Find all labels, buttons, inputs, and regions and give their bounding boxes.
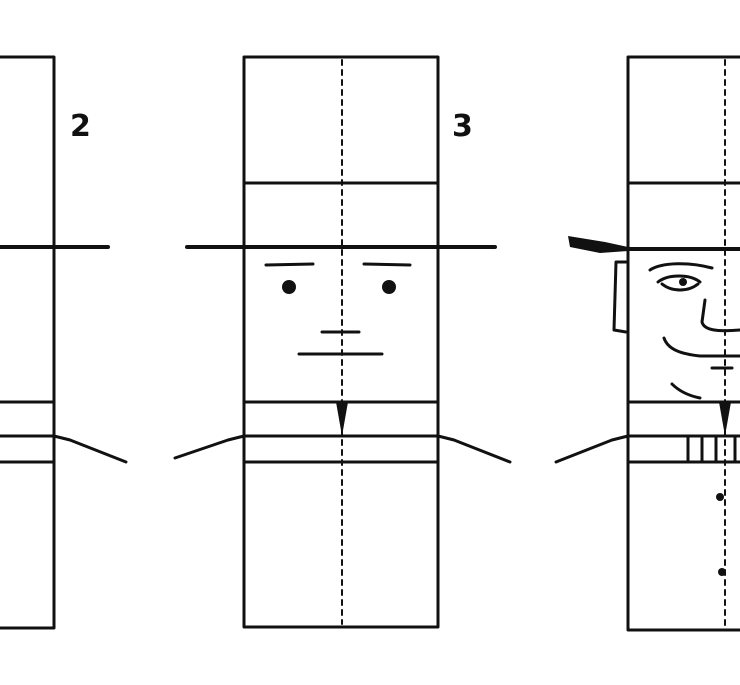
- step-2-label: 2: [70, 109, 91, 144]
- nose: [700, 298, 740, 333]
- coat-button: [716, 493, 724, 501]
- eye-pupil: [679, 278, 687, 286]
- right-eyebrow: [362, 262, 412, 267]
- shoulder-line: [52, 434, 128, 464]
- face-features: [264, 262, 412, 356]
- right-shoulder-line: [436, 434, 512, 464]
- tie-knot: [719, 402, 731, 436]
- right-eye: [382, 280, 396, 294]
- left-eyebrow: [264, 262, 315, 267]
- tie-knot: [336, 402, 348, 436]
- upper-eyelid: [656, 274, 702, 284]
- chin-line: [670, 382, 702, 400]
- belt: [686, 434, 737, 464]
- left-eye: [282, 280, 296, 294]
- panel-step-3: [173, 55, 512, 629]
- panel-step-2: [0, 55, 128, 630]
- panel-step-4: [554, 55, 740, 632]
- left-shoulder-line: [173, 434, 246, 460]
- block-outline: [0, 55, 56, 630]
- block-outline: [626, 55, 740, 632]
- eyebrow: [648, 262, 714, 272]
- lower-eyelid: [660, 282, 700, 292]
- coat-button: [718, 568, 726, 576]
- mouth-smile: [662, 336, 740, 358]
- shoulder-line: [554, 434, 630, 464]
- ear: [612, 260, 628, 334]
- face-features: [648, 262, 740, 400]
- hat-brim-curled: [568, 236, 740, 253]
- step-3-label: 3: [452, 109, 473, 144]
